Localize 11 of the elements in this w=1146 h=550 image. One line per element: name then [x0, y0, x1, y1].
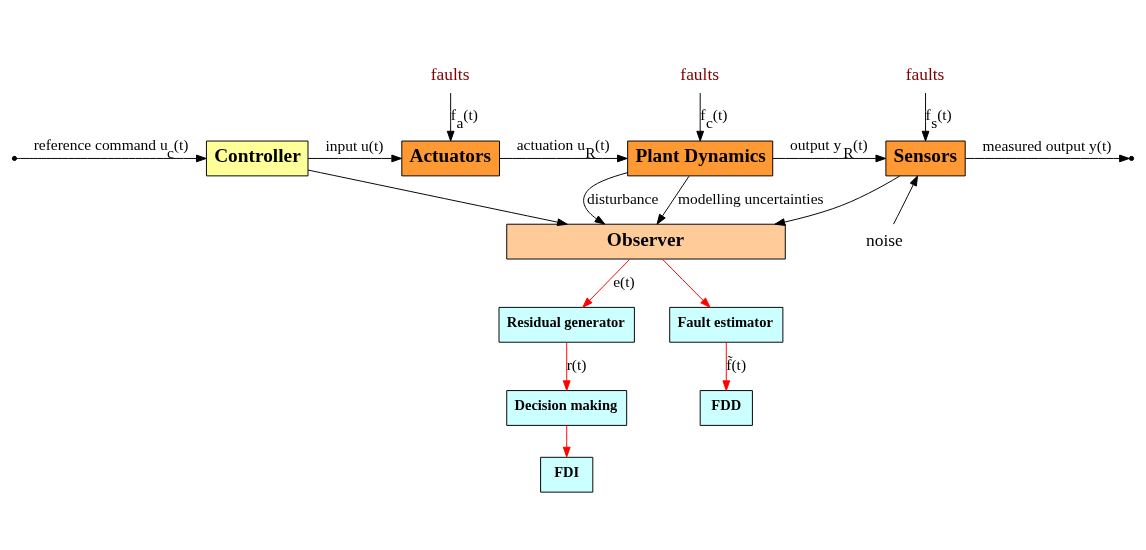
edge-label: input u(t): [325, 136, 384, 154]
node-text: faults: [680, 63, 719, 84]
node-text: faults: [905, 63, 945, 84]
node-text: noise: [866, 229, 903, 250]
edge-label: e(t): [613, 272, 635, 290]
node-text: faults: [430, 63, 470, 84]
edge-label: f̃(t): [726, 356, 747, 374]
edge-label: r(t): [566, 356, 587, 374]
edge-label: disturbance: [587, 189, 659, 207]
edge-label: modelling uncertainties: [677, 189, 824, 207]
edge-label: measured output y(t): [982, 136, 1112, 154]
